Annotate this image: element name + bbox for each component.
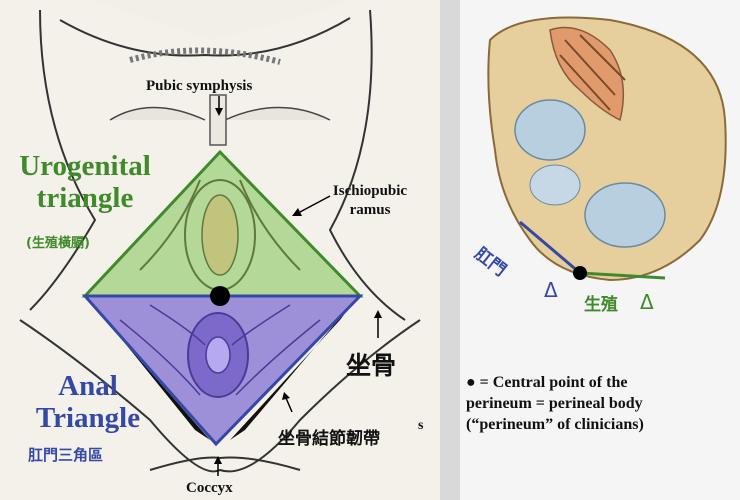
ligament-lower	[584, 182, 666, 248]
label-ischiopubic-ramus: Ischiopubic ramus	[332, 183, 408, 218]
ligament-arrowhead	[282, 392, 290, 400]
right-muscle-line	[239, 179, 301, 271]
perineum-illustration	[19, 9, 421, 476]
triangle-glyph-anal: Δ	[544, 278, 558, 302]
label-coccyx: Coccyx	[186, 480, 233, 496]
legend-line-3: (“perineum” of clinicians)	[466, 416, 644, 433]
label-urogenital-triangle: Urogenital triangle	[19, 150, 151, 214]
label-pubic-symphysis: Pubic symphysis	[146, 78, 253, 94]
label-anal-sub: 肛門三角區	[28, 446, 104, 464]
label-cut-fragment: s	[418, 418, 424, 433]
ramus-arrow	[299, 195, 331, 213]
central-point-marker	[210, 286, 230, 306]
right-pubic-bone	[224, 106, 331, 121]
pelvis-illustration	[487, 16, 727, 282]
triangle-glyph-genital: Δ	[640, 290, 654, 314]
central-point-marker-sagittal	[573, 266, 587, 280]
legend: ● = Central point of the perineum = peri…	[466, 372, 736, 435]
buttock-outline	[19, 319, 421, 473]
ligament-upper	[514, 99, 586, 161]
left-pelvic-outline	[29, 9, 97, 311]
anal-opening	[205, 336, 231, 374]
levator-ani-fibers	[119, 304, 321, 396]
ischium-arrowhead	[374, 310, 382, 318]
genital-line	[579, 271, 666, 280]
label-genital: 生殖	[584, 295, 618, 315]
legend-line-1: ● = Central point of the	[466, 372, 736, 393]
legend-bullet: ●	[466, 374, 476, 391]
left-pubic-bone	[109, 106, 206, 121]
pelvis-sagittal-panel: 肛門 Δ 生殖 Δ ● = Central point of the perin…	[460, 0, 740, 500]
gluteal-outline	[149, 456, 301, 471]
pelvic-brim-outline	[59, 17, 351, 57]
symphysis-arrowhead	[215, 108, 223, 116]
sacrum-texture	[129, 47, 281, 65]
ramus-arrowhead	[292, 208, 302, 216]
anal-line	[519, 220, 581, 275]
label-urogenital-sub: (生殖橫膈)	[26, 236, 90, 251]
label-sacrotuberous-ligament: 坐骨結節韌帶	[278, 429, 380, 449]
pubic-symphysis-shape	[209, 94, 227, 146]
sacrum	[549, 26, 625, 122]
label-ischium: 坐骨	[346, 351, 397, 380]
sacral-segments	[559, 34, 626, 111]
right-pelvic-outline	[328, 9, 406, 321]
coccyx-arrowhead	[214, 456, 222, 464]
pelvis-bone	[487, 16, 727, 282]
ligament-arrow	[285, 397, 293, 413]
urogenital-structure-inner	[201, 194, 239, 276]
perineum-diagram: Pubic symphysis Urogenital triangle (生殖橫…	[0, 0, 440, 500]
legend-line-2: perineum = perineal body	[466, 395, 643, 412]
legend-text-1: = Central point of the	[479, 374, 628, 391]
ligament-middle	[529, 164, 581, 206]
left-muscle-line	[139, 179, 201, 271]
label-anal-triangle: Anal Triangle	[35, 370, 141, 434]
